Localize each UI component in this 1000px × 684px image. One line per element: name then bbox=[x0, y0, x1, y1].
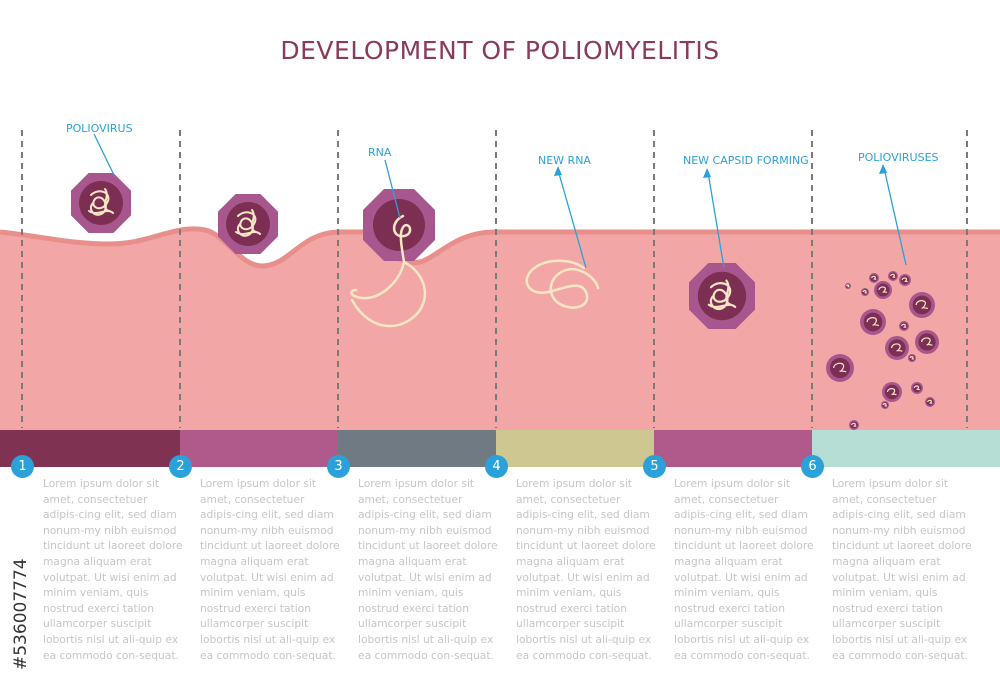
rna-strand-icon bbox=[525, 259, 600, 309]
poliovirus-icon bbox=[70, 172, 132, 234]
poliovirus-icon bbox=[915, 330, 939, 354]
step-description-3: Lorem ipsum dolor sit amet, consectetuer… bbox=[358, 477, 498, 662]
step-bar-3 bbox=[338, 430, 496, 467]
poliovirus-icon bbox=[845, 283, 851, 289]
poliovirus-icon bbox=[860, 309, 886, 335]
step-description-5: Lorem ipsum dolor sit amet, consectetuer… bbox=[674, 477, 814, 662]
poliovirus-icon bbox=[687, 261, 757, 331]
poliovirus-icon bbox=[899, 274, 911, 286]
poliovirus-icon bbox=[885, 336, 909, 360]
label-rna: RNA bbox=[368, 146, 392, 159]
page-title: DEVELOPMENT OF POLIOMYELITIS bbox=[280, 36, 720, 65]
poliovirus-icon bbox=[869, 273, 879, 283]
step-description-2: Lorem ipsum dolor sit amet, consectetuer… bbox=[200, 477, 340, 662]
label-new-capsid: NEW CAPSID FORMING bbox=[683, 154, 809, 167]
svg-text:#536007774: #536007774 bbox=[11, 558, 31, 670]
poliovirus-icon bbox=[882, 382, 902, 402]
step-badge-5: 5 bbox=[643, 455, 666, 478]
step-bar-4 bbox=[496, 430, 654, 467]
step-description-6: Lorem ipsum dolor sit amet, consectetuer… bbox=[832, 477, 972, 662]
rna-strand-icon bbox=[350, 214, 426, 328]
stage-dividers bbox=[21, 130, 968, 428]
step-description-1: Lorem ipsum dolor sit amet, consectetuer… bbox=[43, 477, 183, 662]
poliovirus-icon bbox=[881, 401, 889, 409]
poliovirus-icon bbox=[217, 193, 279, 255]
step-bar-6 bbox=[812, 430, 1000, 467]
step-badge-4: 4 bbox=[485, 455, 508, 478]
poliovirus-icon bbox=[909, 292, 935, 318]
step-bar-2 bbox=[180, 430, 338, 467]
step-badge-2: 2 bbox=[169, 455, 192, 478]
poliovirus-icon bbox=[861, 288, 869, 296]
step-description-4: Lorem ipsum dolor sit amet, consectetuer… bbox=[516, 477, 656, 662]
poliovirus-icon bbox=[925, 397, 935, 407]
poliovirus-icon bbox=[826, 354, 854, 382]
poliovirus-icon bbox=[888, 271, 898, 281]
poliovirus-icon bbox=[363, 189, 435, 261]
tissue bbox=[0, 228, 1000, 430]
label-polioviruses: POLIOVIRUSES bbox=[858, 151, 939, 164]
label-poliovirus: POLIOVIRUS bbox=[66, 122, 133, 135]
poliovirus-icon bbox=[899, 321, 909, 331]
step-badge-3: 3 bbox=[327, 455, 350, 478]
stock-id: #536007774 bbox=[11, 558, 31, 670]
poliovirus-icon bbox=[908, 354, 916, 362]
membrane bbox=[0, 226, 1000, 269]
step-badge-1: 1 bbox=[11, 455, 34, 478]
poliovirus-icon bbox=[911, 382, 923, 394]
step-bar-5 bbox=[654, 430, 812, 467]
label-new-rna: NEW RNA bbox=[538, 154, 591, 167]
poliovirus-icon bbox=[874, 281, 892, 299]
poliovirus-icon bbox=[849, 420, 859, 430]
step-badge-6: 6 bbox=[801, 455, 824, 478]
polioviruses-cluster bbox=[826, 271, 939, 430]
